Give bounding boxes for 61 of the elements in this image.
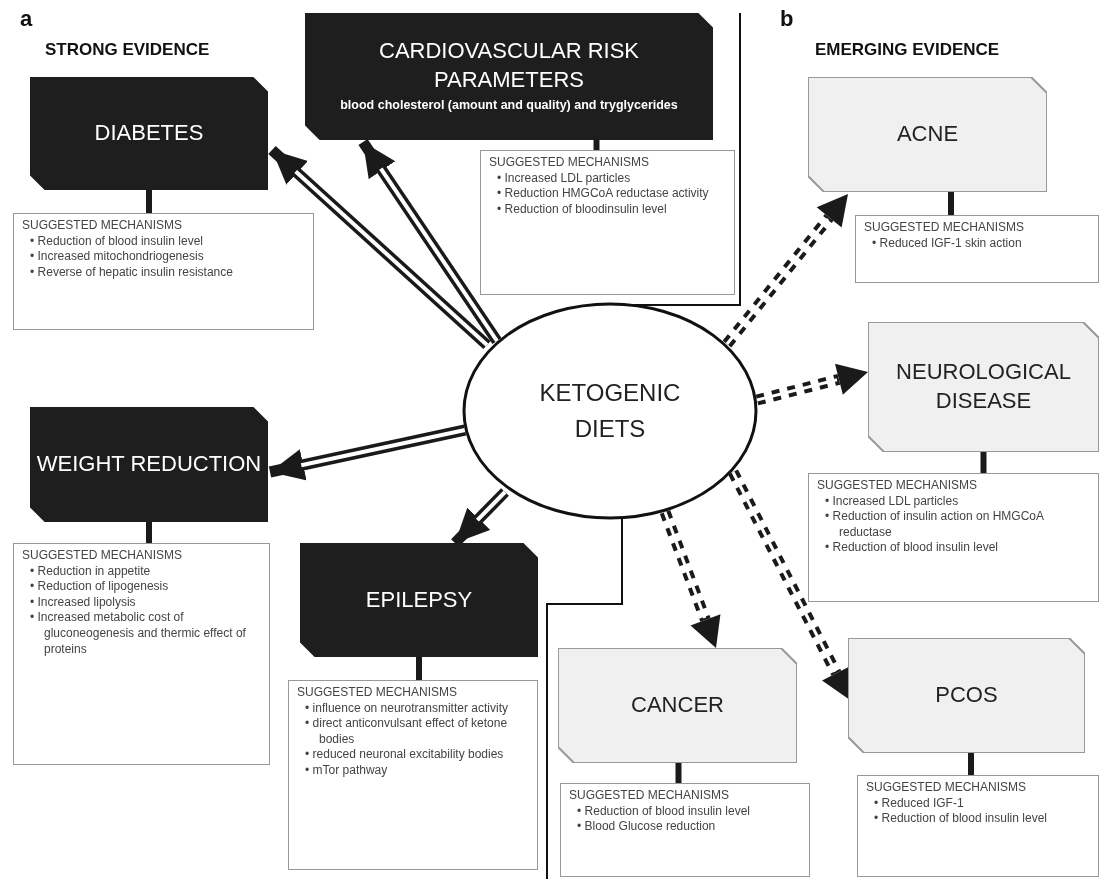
mechanism-item: • Reduction of bloodinsulin level (496, 201, 667, 218)
mechanism-item: • Reduction of blood insulin level (873, 811, 1047, 827)
mechanism-item: • Increased LDL particles (824, 493, 959, 510)
mechanism-item: • Reduction of lipogenesis (29, 579, 169, 595)
mechanism-item: • Reduction of insulin action on HMGCoA reductase (824, 509, 1045, 541)
condition-box (30, 77, 268, 190)
condition-description: blood cholesterol (amount and quality) and tryglycerides (339, 96, 679, 114)
condition-box (30, 407, 268, 522)
mechanism-heading: SUGGESTED MECHANISMS (489, 155, 650, 171)
mechanism-heading: SUGGESTED MECHANISMS (22, 218, 183, 234)
mechanism-item: • influence on neurotransmitter activity (304, 700, 508, 717)
mechanism-item: • Reduction HMGCoA reductase activity (496, 186, 709, 202)
mechanism-item: • direct anticonvulsant effect of ketone bodies (304, 716, 509, 748)
mechanism-item: • Increased metabolic cost of gluconeogenesis and thermic effect of proteins (29, 610, 247, 658)
diet-ellipse (462, 302, 758, 520)
mechanism-heading: SUGGESTED MECHANISMS (569, 788, 730, 804)
condition-box (868, 322, 1099, 452)
mechanism-item: • Reduction of blood insulin level (29, 233, 203, 250)
mechanism-heading: SUGGESTED MECHANISMS (864, 220, 1025, 236)
mechanism-box (13, 543, 270, 765)
condition-box (305, 13, 713, 140)
mechanism-heading: SUGGESTED MECHANISMS (22, 548, 183, 564)
section-heading: EMERGING EVIDENCE (815, 40, 1000, 60)
mechanism-box (857, 775, 1099, 877)
condition-title: CARDIOVASCULAR RISK PARAMETERS (378, 37, 640, 95)
mechanism-item: • Reduction in appetite (29, 563, 151, 580)
mechanism-box (288, 680, 538, 870)
mechanism-item: • reduced neuronal excitability bodies (304, 747, 504, 763)
mechanism-item: • Increased lipolysis (29, 594, 136, 611)
condition-title: PCOS (935, 681, 998, 710)
diet-title: KETOGENIC DIETS (538, 378, 682, 444)
mechanism-heading: SUGGESTED MECHANISMS (297, 685, 458, 701)
condition-title: DIABETES (94, 119, 204, 148)
mechanism-item: • mTor pathway (304, 762, 388, 779)
mechanism-box (808, 473, 1099, 602)
condition-title: ACNE (896, 120, 959, 149)
condition-title: NEUROLOGICAL DISEASE (895, 358, 1072, 415)
mechanism-item: • Blood Glucose reduction (576, 819, 716, 835)
mechanism-item: • Reduction of blood insulin level (824, 540, 998, 556)
mechanism-item: • Reduction of blood insulin level (576, 803, 750, 820)
condition-title: CANCER (631, 691, 724, 720)
condition-box (300, 543, 538, 657)
mechanism-box (13, 213, 314, 330)
mechanism-heading: SUGGESTED MECHANISMS (817, 478, 978, 494)
mechanism-heading: SUGGESTED MECHANISMS (866, 780, 1027, 796)
mechanism-box (855, 215, 1099, 283)
mechanism-item: • Increased LDL particles (496, 170, 631, 187)
condition-title: WEIGHT REDUCTION (36, 450, 262, 479)
mechanism-item: • Reduced IGF-1 skin action (871, 235, 1022, 252)
condition-box (808, 77, 1047, 192)
condition-box (558, 648, 797, 763)
section-heading: STRONG EVIDENCE (45, 40, 210, 60)
mechanism-item: • Reverse of hepatic insulin resistance (29, 264, 233, 281)
panel-letter: b (780, 6, 794, 32)
mechanism-item: • Increased mitochondriogenesis (29, 249, 204, 265)
condition-box (848, 638, 1085, 753)
mechanism-item: • Reduced IGF-1 (873, 795, 964, 812)
mechanism-box (480, 150, 735, 295)
panel-letter: a (20, 6, 33, 32)
condition-title: EPILEPSY (365, 585, 473, 614)
mechanism-box (560, 783, 810, 877)
